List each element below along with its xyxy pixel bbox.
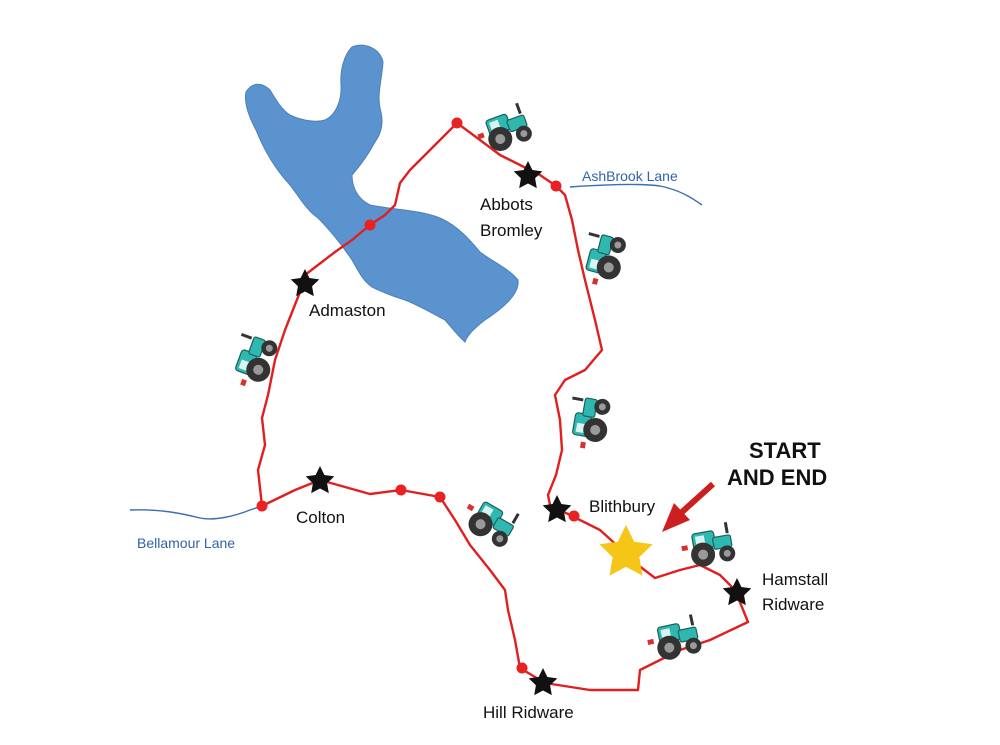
road-label-ashbrook: AshBrook Lane: [582, 168, 678, 184]
place-label-admaston: Admaston: [309, 301, 386, 320]
place-label-colton: Colton: [296, 508, 345, 527]
place-label-hill-ridware: Hill Ridware: [483, 703, 574, 722]
place-label-abbots: Abbots: [480, 195, 533, 214]
ashbrook-lane-road: [569, 183, 703, 206]
place-label-blithbury: Blithbury: [589, 497, 656, 516]
start-star-icon: [599, 525, 653, 576]
waypoint: [550, 180, 562, 192]
star-icon: [542, 495, 572, 523]
start-label-line1: START: [749, 438, 821, 463]
place-label-ridware: Ridware: [762, 595, 824, 614]
star-icon: [290, 269, 320, 297]
road-label-bellamour: Bellamour Lane: [137, 535, 235, 551]
start-label-line2: AND END: [727, 465, 827, 490]
star-icon: [528, 668, 558, 696]
place-label-hamstall: Hamstall: [762, 570, 828, 589]
tractor-icon: [471, 101, 536, 158]
tractor-icon: [563, 393, 614, 453]
waypoint: [516, 662, 528, 674]
bellamour-lane-road: [129, 505, 263, 520]
star-icon: [513, 161, 543, 189]
lake: [245, 44, 519, 343]
route-line: [256, 121, 750, 692]
star-icon: [722, 578, 752, 606]
arrow-icon: [679, 481, 716, 515]
waypoint: [364, 219, 376, 231]
tractor-icon: [677, 520, 738, 571]
waypoint: [256, 500, 268, 512]
tractor-icon: [224, 329, 282, 394]
star-icon: [305, 466, 335, 494]
waypoint: [434, 491, 446, 503]
place-label-bromley: Bromley: [480, 221, 543, 240]
tractor-icon: [643, 613, 704, 665]
arrow-head: [662, 503, 690, 532]
waypoint: [568, 510, 580, 522]
waypoint: [451, 117, 463, 129]
waypoint: [395, 484, 407, 496]
